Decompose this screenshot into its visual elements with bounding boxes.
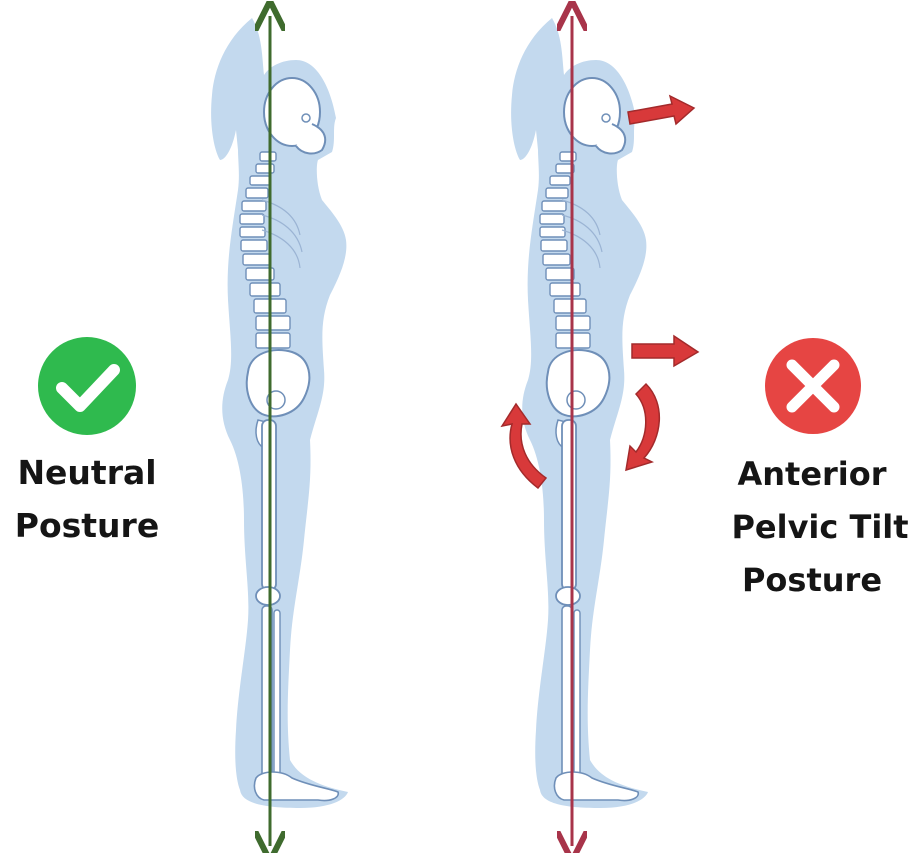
neutral-label-line1: Neutral [17,453,156,492]
belly-forward-arrow-icon [632,336,698,366]
neutral-label-line2: Posture [15,506,159,545]
neutral-status-badge [38,337,136,435]
head-forward-arrow-icon [628,96,694,124]
pelvis-rotate-front-arrow-icon [626,384,659,470]
tilt-label-line3: Posture [742,561,882,599]
neutral-figure [211,16,348,846]
tilt-figure [511,16,648,846]
tilt-label-line1: Anterior [737,455,886,493]
tilt-label-line2: Pelvic Tilt [731,508,908,546]
tilt-status-badge [765,338,861,434]
check-badge-circle [38,337,136,435]
